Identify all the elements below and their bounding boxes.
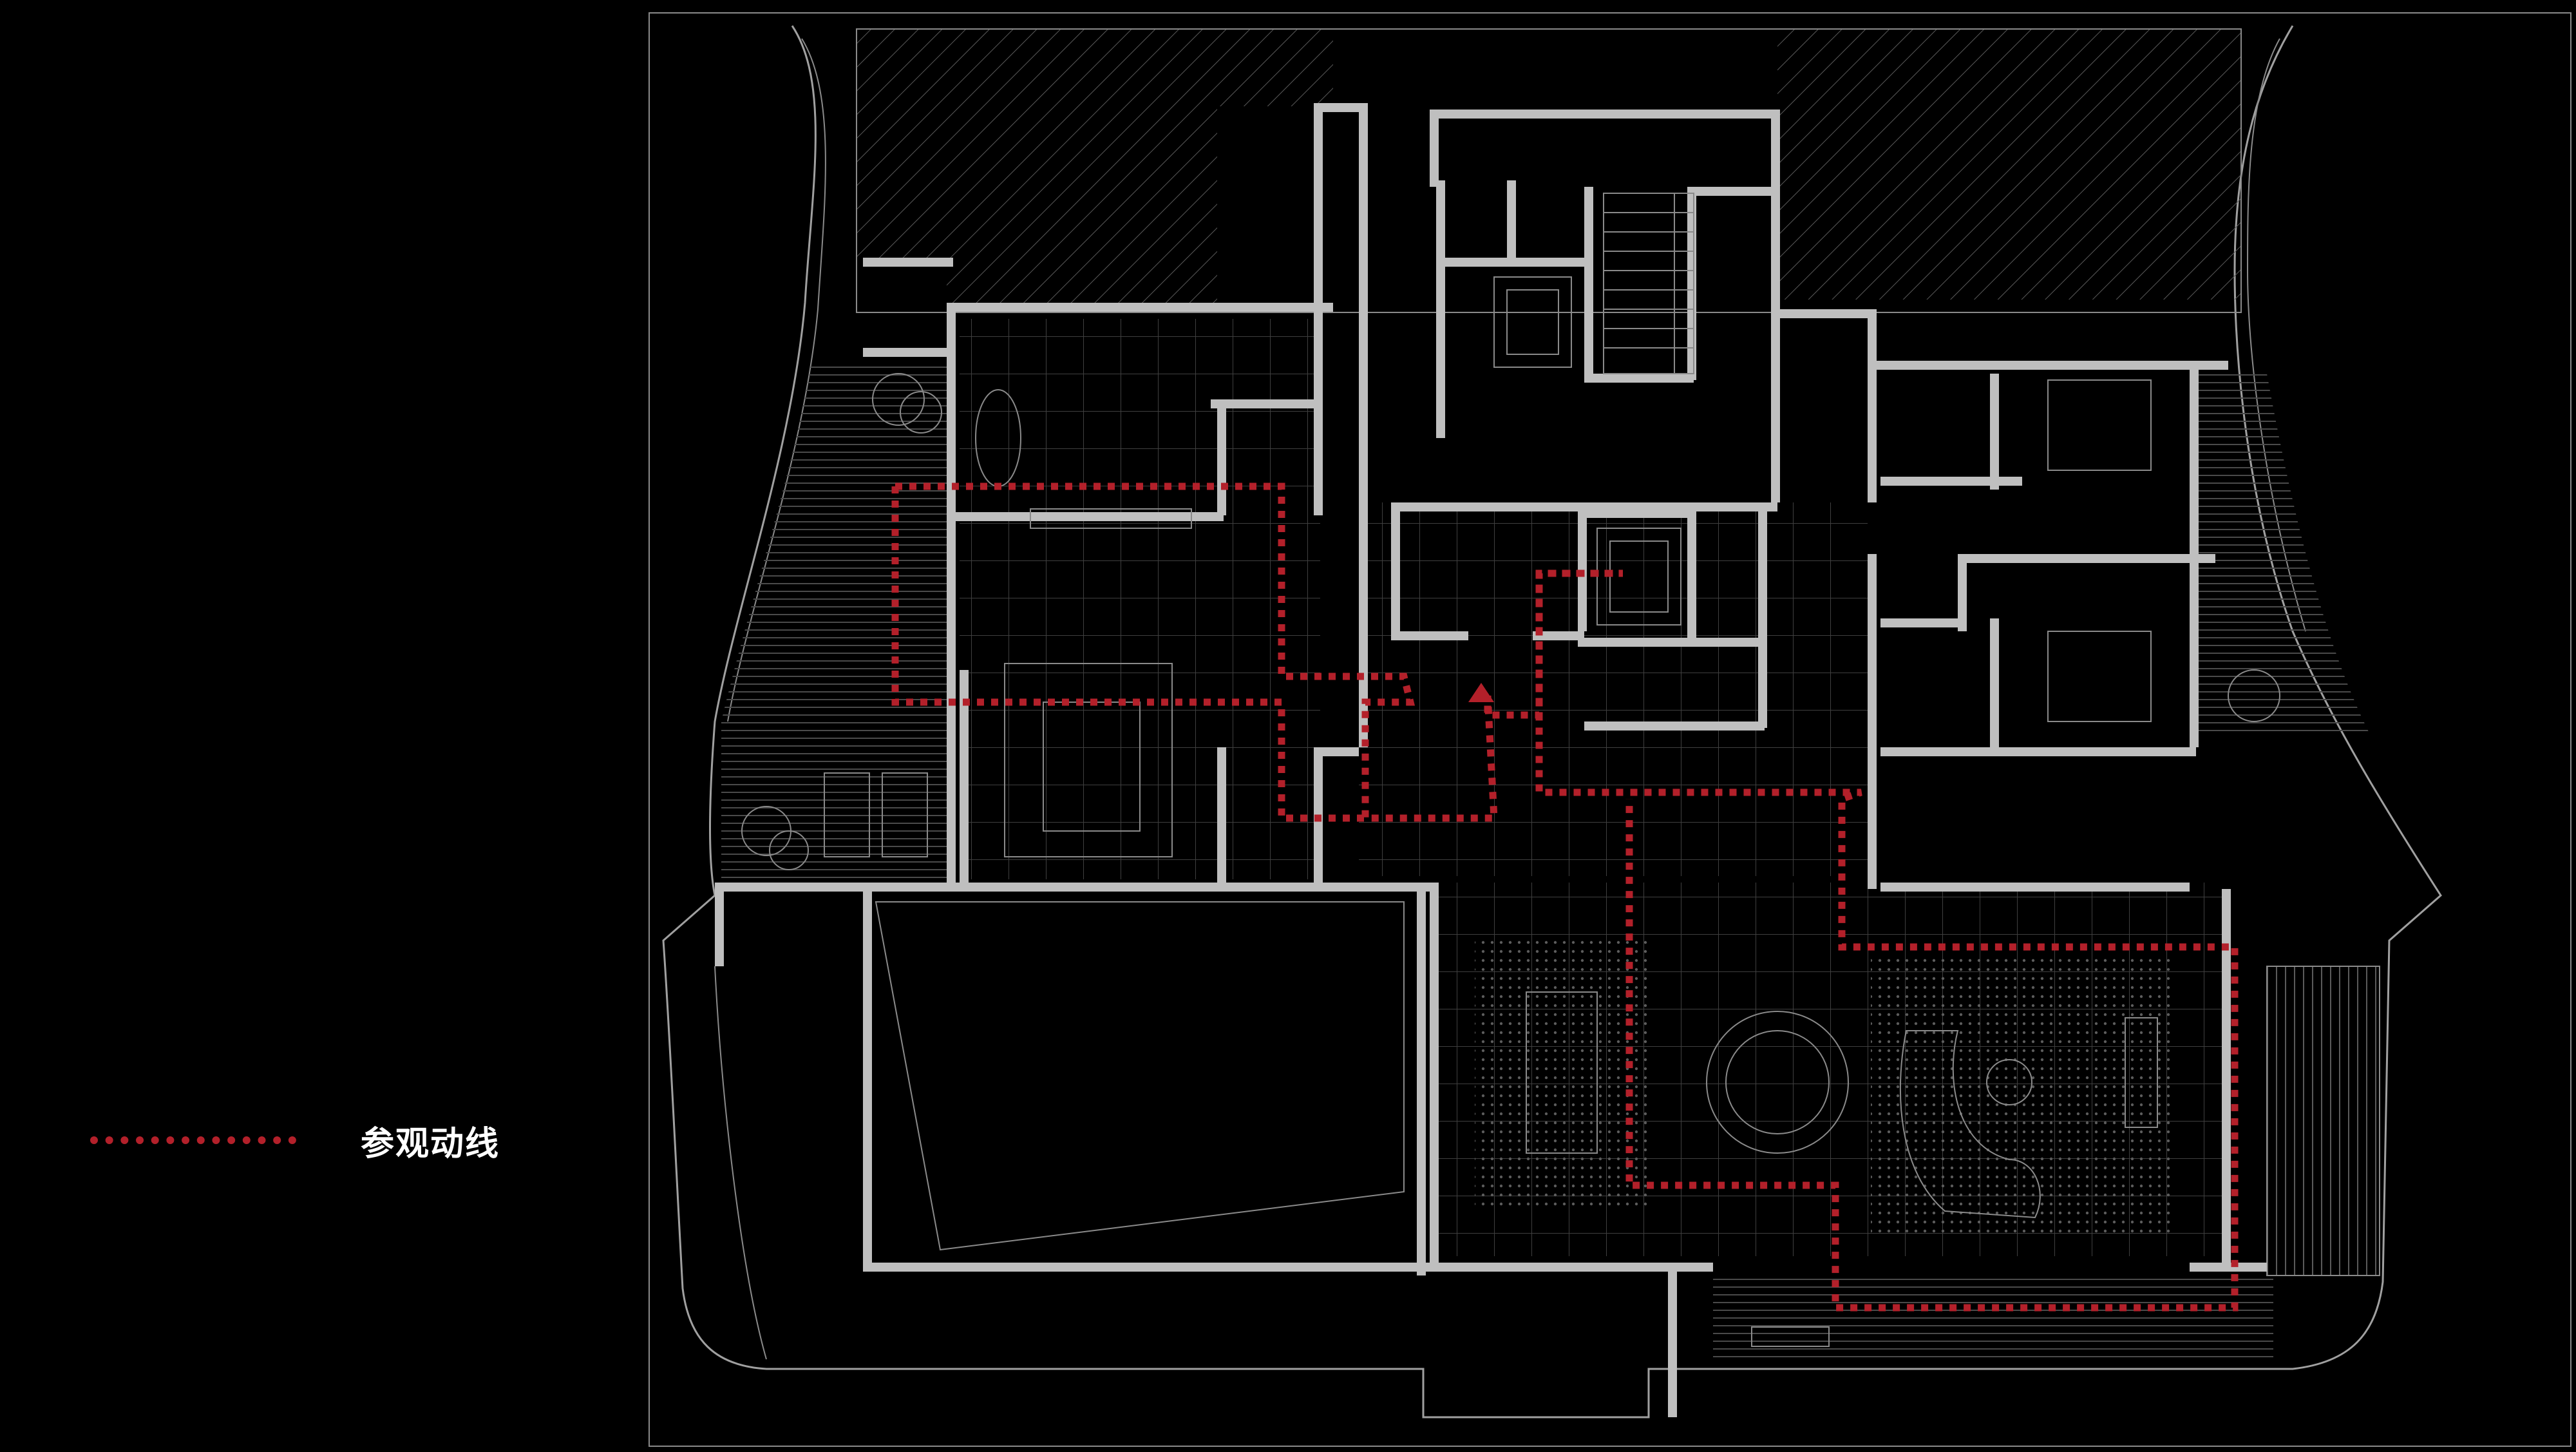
- chair-right-terrace: [2228, 669, 2280, 722]
- right-deck-slats: [2267, 966, 2380, 1275]
- elevator-car-1: [1493, 276, 1572, 368]
- plant-left-top: [872, 373, 925, 426]
- visit-route: [891, 482, 2239, 1312]
- walls: [715, 103, 2267, 1417]
- master-bed-area: [1004, 663, 1173, 857]
- right-terrace-decking: [2196, 374, 2370, 734]
- lobby-tile-floor: [1359, 502, 1868, 876]
- hatched-zone-top-mid: [1217, 29, 1333, 106]
- elevator-car-1-inner: [1506, 289, 1559, 355]
- lounger-1: [824, 772, 870, 857]
- left-terrace-decking: [721, 361, 953, 883]
- legend: 参观动线: [90, 1114, 500, 1166]
- plant-left-top-2: [900, 391, 942, 434]
- study-table: [1526, 991, 1598, 1154]
- hatched-zone-top-mid-left: [947, 29, 1217, 312]
- bed-bedroom-2: [2047, 631, 2152, 722]
- sideboard: [2125, 1017, 2158, 1128]
- right-deck-outline: [2266, 966, 2380, 1276]
- plant-left-bottom-2: [769, 830, 809, 870]
- living-room-carpet: [1871, 953, 2174, 1237]
- visit-route-legend-line: [90, 1136, 296, 1144]
- balcony-bench: [1751, 1326, 1830, 1347]
- bottom-balcony-decking: [1713, 1272, 2273, 1362]
- study-carpet: [1475, 937, 1649, 1208]
- desk-master: [1030, 508, 1192, 529]
- pool-edge-curve: [714, 966, 767, 1360]
- visit-route-legend-label: 参观动线: [361, 1124, 500, 1163]
- dining-table: [1725, 1030, 1830, 1134]
- stairs-core: [1603, 193, 1694, 374]
- drawing-frame: [649, 12, 2571, 1447]
- bed-bedroom-1: [2047, 379, 2152, 471]
- sofa-curved: [1899, 1030, 2041, 1219]
- hatched-zone-top-right: [1777, 29, 2241, 300]
- pool-outline: [875, 901, 1405, 1251]
- top-hatched-boundary: [856, 28, 2242, 313]
- dining-table-outer: [1706, 1011, 1849, 1154]
- hatched-zone-top-left: [857, 29, 947, 261]
- lounger-2: [882, 772, 928, 857]
- coffee-table: [1986, 1059, 2032, 1105]
